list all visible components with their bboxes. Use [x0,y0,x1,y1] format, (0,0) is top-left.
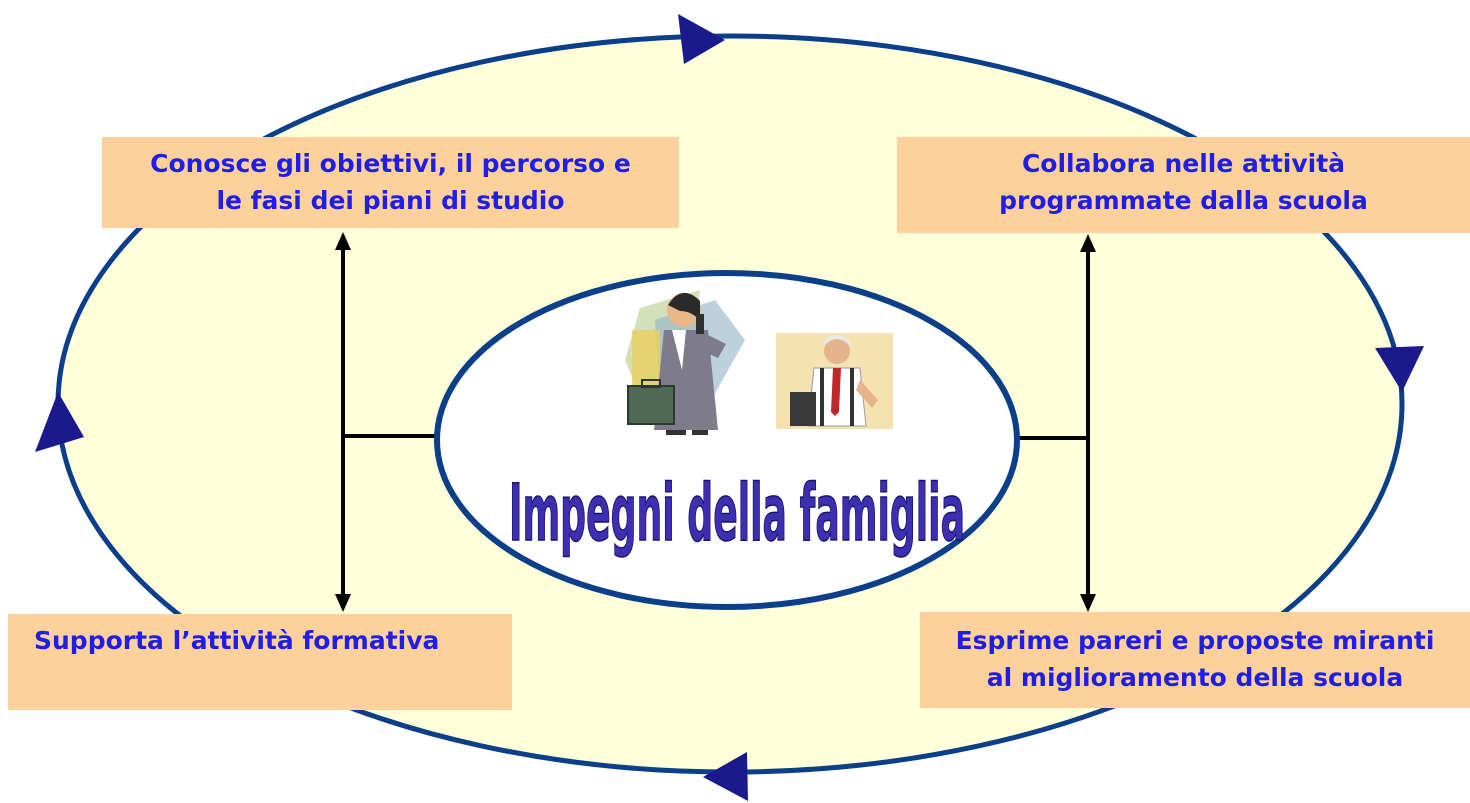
arrowhead-down-left [335,594,351,612]
cycle-arrow-icon-left [35,392,84,452]
right-connector [1015,250,1090,597]
businesswoman-on-phone-icon [625,290,745,435]
cycle-arrow-icon-top [678,14,725,64]
cycle-arrow-icon-right [1375,346,1424,392]
left-connector [341,248,440,597]
arrowhead-down-right [1080,594,1096,612]
box-supporta-attivita: Supporta l’attività formativa [8,614,512,710]
elderly-man-with-briefcase-icon [776,333,893,429]
arrowhead-up-left [335,232,351,250]
box-line: programmate dalla scuola [999,186,1368,215]
center-title: Impegni della famiglia [509,469,965,559]
box-line: Esprime pareri e proposte miranti [955,626,1435,655]
box-esprime-pareri: Esprime pareri e proposte miranti al mig… [920,612,1470,708]
box-line: le fasi dei piani di studio [216,186,565,215]
box-line: Conosce gli obiettivi, il percorso e [150,149,631,178]
box-line: al miglioramento della scuola [986,663,1404,692]
box-line: Supporta l’attività formativa [34,626,440,655]
arrowhead-up-right [1080,234,1096,252]
box-line: Collabora nelle attività [1021,149,1346,178]
cycle-arrow-icon-bottom [703,752,748,801]
box-conosce-obiettivi: Conosce gli obiettivi, il percorso e le … [102,137,679,228]
box-collabora-attivita: Collabora nelle attività programmate dal… [897,137,1470,233]
